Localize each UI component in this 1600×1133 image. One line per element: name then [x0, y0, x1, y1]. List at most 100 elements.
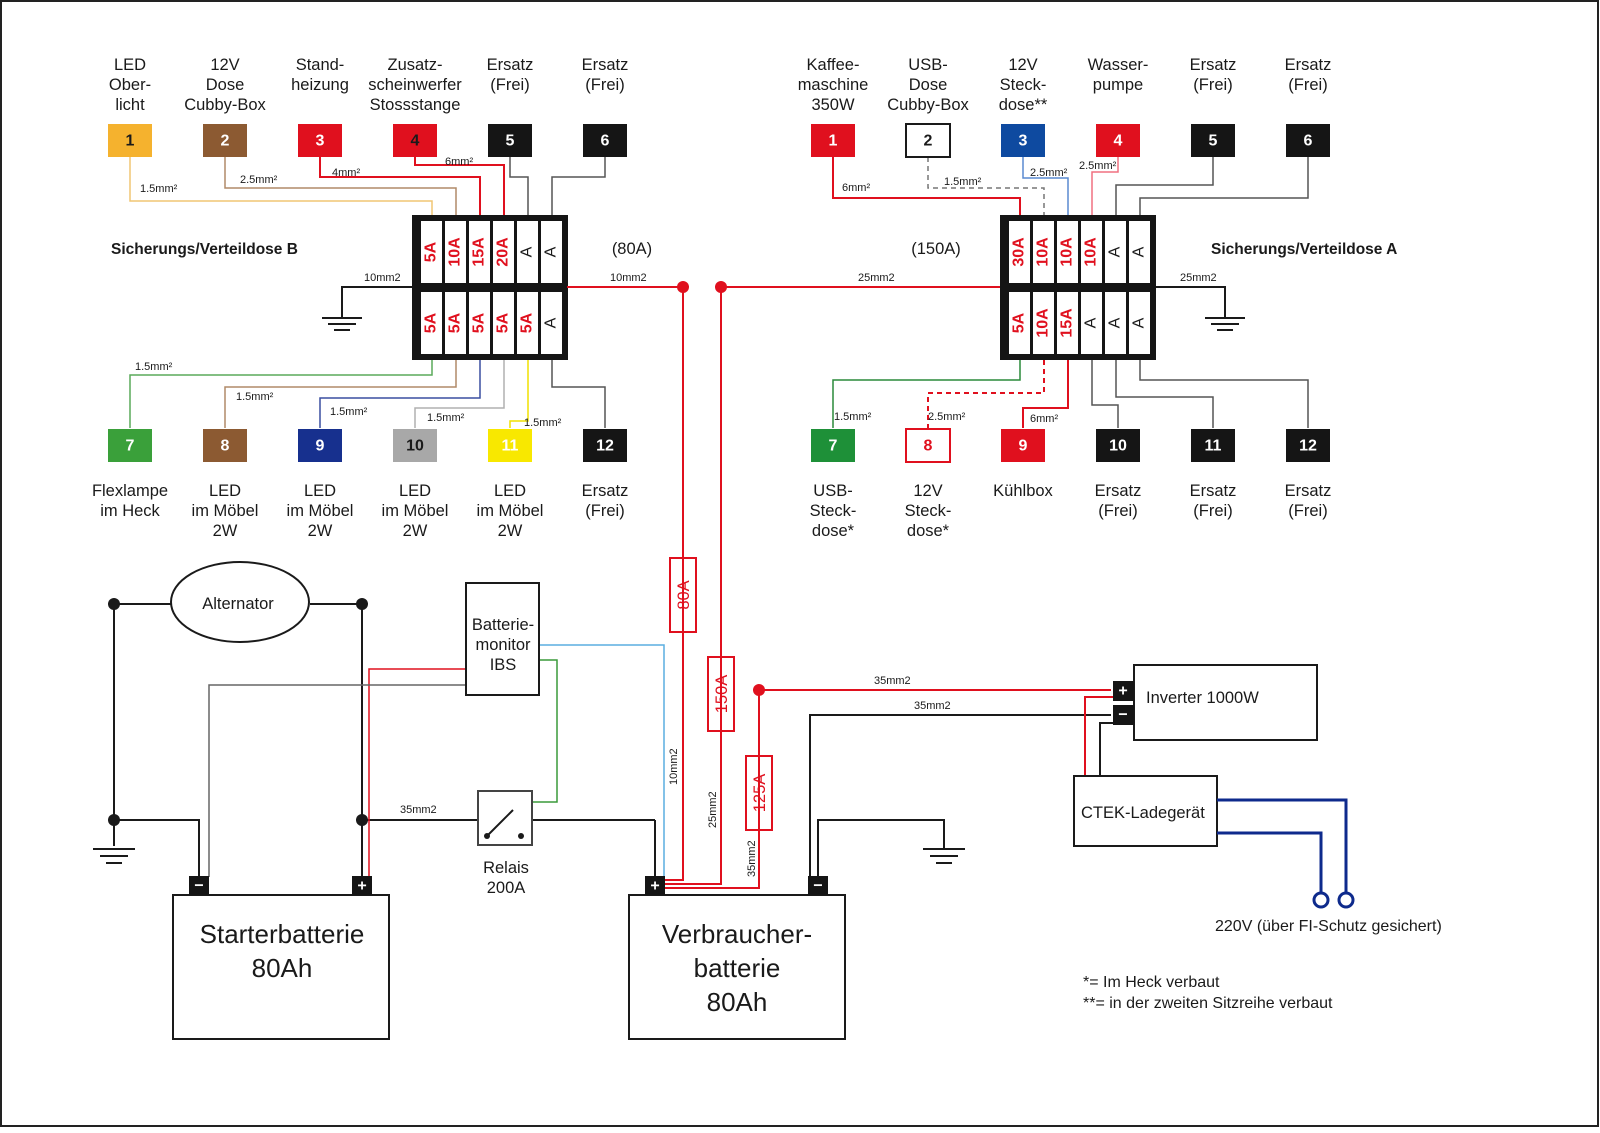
output-label: Zusatz- — [387, 56, 442, 74]
fuse-rating-label: A — [1083, 317, 1100, 328]
output-label: dose** — [999, 96, 1048, 114]
consumer-battery-label-3: 80Ah — [707, 987, 768, 1017]
plus-sign: + — [1118, 683, 1127, 700]
inverter-box — [1133, 664, 1318, 741]
output-terminal — [583, 429, 627, 462]
wire-gauge-label: 1.5mm² — [236, 391, 274, 403]
relay-label-2: 200A — [487, 879, 526, 897]
output-label: Ersatz — [1190, 56, 1237, 74]
fuse-slot — [493, 292, 514, 354]
output-terminal — [1191, 429, 1235, 462]
output-label: dose* — [907, 522, 950, 540]
output-label: Stand- — [296, 56, 345, 74]
charger-box — [1073, 775, 1218, 847]
charger-label: CTEK-Ladegerät — [1081, 804, 1205, 822]
output-label: LED — [494, 482, 526, 500]
consumer-battery — [628, 894, 846, 1040]
output-label: Ersatz — [1190, 482, 1237, 500]
footnote-2: **= in der zweiten Sitzreihe verbaut — [1083, 995, 1333, 1012]
output-wire — [129, 157, 433, 215]
mains-socket-pin-icon — [1312, 891, 1330, 909]
output-label: 2W — [213, 522, 238, 540]
output-wire — [1022, 157, 1069, 215]
output-label: Flexlampe — [92, 482, 168, 500]
fuse-slot — [445, 292, 466, 354]
output-terminal — [583, 124, 627, 157]
wire-gauge-label: 2.5mm² — [240, 174, 278, 186]
output-number: 10 — [1109, 438, 1127, 455]
output-number: 5 — [506, 133, 515, 150]
output-wire — [1139, 157, 1309, 215]
fuse-rating-label: 10A — [1035, 237, 1052, 267]
inverter-pos-gauge: 35mm2 — [874, 675, 911, 687]
fuse-box-b-title: Sicherungs/Verteildose B — [111, 241, 298, 258]
output-label: 2W — [403, 522, 428, 540]
output-label: im Möbel — [477, 502, 544, 520]
output-terminal — [1286, 124, 1330, 157]
minus-sign: − — [1118, 707, 1127, 724]
output-label: Ober- — [109, 76, 151, 94]
output-label: (Frei) — [1288, 76, 1327, 94]
wire-gauge-label: 1.5mm² — [135, 361, 173, 373]
output-label: im Heck — [100, 502, 160, 520]
junction-dot — [356, 598, 368, 610]
output-label: im Möbel — [382, 502, 449, 520]
alternator-wiring — [113, 603, 656, 884]
fuse-rating-label: 10A — [1059, 237, 1076, 267]
output-terminal — [811, 124, 855, 157]
wire-gauge-label: 2.5mm² — [1030, 167, 1068, 179]
output-label: Cubby-Box — [184, 96, 266, 114]
output-label: Ersatz — [582, 56, 629, 74]
output-wire — [1139, 360, 1309, 428]
output-label: Ersatz — [582, 482, 629, 500]
battery-monitor-wires — [208, 644, 665, 884]
ground-symbol-starter — [93, 848, 135, 864]
output-number: 4 — [1114, 133, 1123, 150]
junction-dot — [108, 814, 120, 826]
output-terminal — [298, 124, 342, 157]
output-label: USB- — [908, 56, 947, 74]
minus-sign: − — [194, 878, 203, 895]
output-label: Dose — [909, 76, 948, 94]
output-wire — [832, 360, 1021, 428]
output-number: 4 — [411, 133, 420, 150]
fuse-rating-label: 5A — [1011, 312, 1028, 333]
wire-gauge-label: 1.5mm² — [944, 176, 982, 188]
output-terminal — [488, 429, 532, 462]
mains-socket-pin-icon — [1337, 891, 1355, 909]
output-wire — [927, 360, 1045, 428]
output-number: 1 — [829, 133, 838, 150]
output-label: (Frei) — [1288, 502, 1327, 520]
junction-dot — [108, 598, 120, 610]
relay-label-1: Relais — [483, 859, 529, 877]
fuse-slot — [1081, 221, 1102, 283]
inverter-negative-wire — [809, 714, 1111, 880]
fuse-slot — [541, 292, 562, 354]
fuse-slot — [1033, 292, 1054, 354]
ground-b-gauge: 10mm2 — [364, 272, 401, 284]
ground-symbol-a — [1156, 286, 1245, 331]
output-label: (Frei) — [490, 76, 529, 94]
fuse-slot — [445, 221, 466, 283]
fuse-rating-label: 30A — [1011, 237, 1028, 267]
alternator-label: Alternator — [202, 595, 274, 613]
output-wire — [1022, 360, 1069, 428]
output-terminal — [1001, 429, 1045, 462]
fuse-slot — [1057, 292, 1078, 354]
fuse-80a-label: 80A — [675, 580, 693, 609]
consumer-plus-terminal — [645, 876, 665, 895]
output-label: Steck- — [1000, 76, 1047, 94]
fuse-slot — [1129, 292, 1150, 354]
output-wire — [1115, 360, 1214, 428]
fuse-125a-label: 125A — [751, 774, 769, 813]
relay-gauge: 35mm2 — [400, 804, 437, 816]
output-number: 6 — [1304, 133, 1313, 150]
fuse-rating-label: A — [1131, 246, 1148, 257]
output-label: (Frei) — [1193, 502, 1232, 520]
output-label: Steck- — [810, 502, 857, 520]
output-terminal — [393, 429, 437, 462]
feed-b-gauge: 10mm2 — [610, 272, 647, 284]
fuse-rating-label: 10A — [1083, 237, 1100, 267]
wire-gauge-label: 6mm² — [1030, 413, 1058, 425]
